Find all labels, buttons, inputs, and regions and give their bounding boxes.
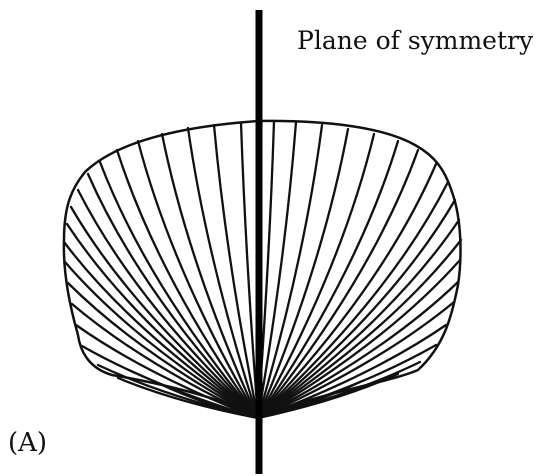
- rib-line: [98, 160, 260, 420]
- rib-line: [256, 300, 456, 420]
- rib-line: [160, 132, 260, 420]
- rib-line: [65, 222, 260, 420]
- rib-line: [86, 172, 260, 420]
- rib-line: [115, 148, 260, 420]
- rib-line: [256, 238, 463, 420]
- rib-line: [76, 188, 260, 420]
- rib-line: [186, 126, 260, 420]
- rib-line: [256, 123, 324, 420]
- rib-line: [256, 148, 420, 420]
- rib-line: [256, 280, 460, 420]
- rib-line: [256, 198, 457, 420]
- plane-of-symmetry-label: Plane of symmetry: [297, 26, 534, 55]
- rib-line: [256, 120, 298, 420]
- rib-line: [69, 205, 260, 420]
- rib-line: [158, 382, 260, 420]
- rib-line: [136, 139, 260, 420]
- rib-line: [239, 121, 260, 420]
- rib-line: [256, 180, 450, 420]
- rib-line: [256, 139, 400, 420]
- rib-line: [63, 260, 260, 420]
- rib-line: [256, 218, 461, 420]
- rib-line: [66, 281, 260, 420]
- rib-line: [256, 258, 462, 420]
- rib-line: [74, 323, 260, 420]
- panel-label: (A): [8, 428, 48, 458]
- rib-line: [256, 380, 362, 420]
- rib-line: [256, 162, 438, 420]
- rib-line: [62, 240, 260, 420]
- rib-line: [256, 132, 376, 420]
- rib-line: [256, 127, 350, 420]
- rib-line: [212, 123, 260, 420]
